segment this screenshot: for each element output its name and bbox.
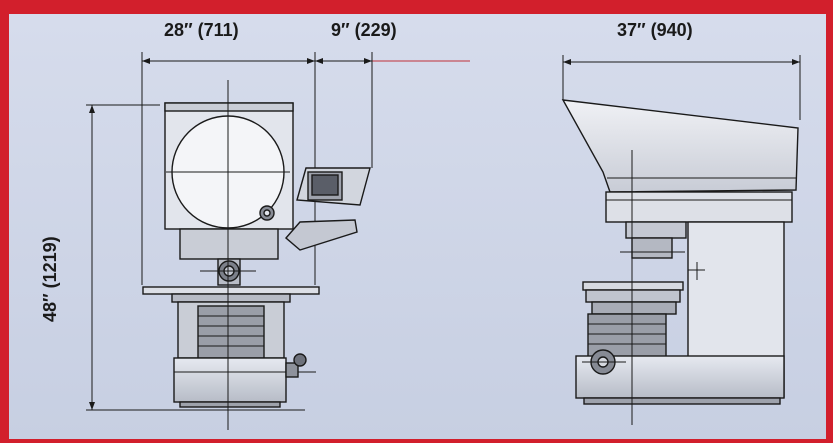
side-view	[561, 55, 801, 425]
depth-dimension-label: 37″ (940)	[617, 20, 693, 40]
height-dimension-label: 48″ (1219)	[40, 236, 60, 322]
width-dimension-label: 28″ (711)	[164, 20, 239, 40]
panel-extension-dimension-label: 9″ (229)	[331, 20, 397, 40]
front-view	[86, 52, 470, 430]
